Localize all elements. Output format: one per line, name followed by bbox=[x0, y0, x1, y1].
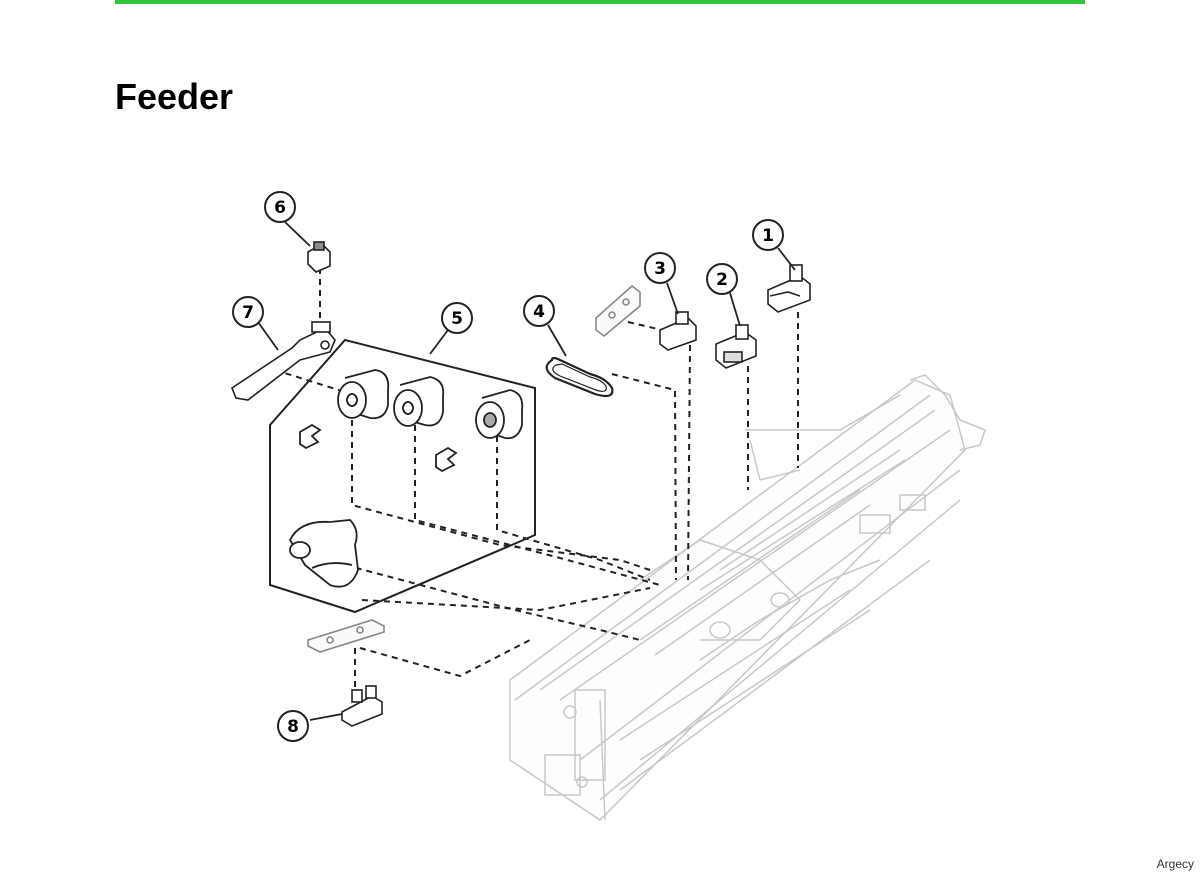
callout-6: 6 bbox=[264, 191, 296, 223]
part-2-sensor-bracket bbox=[715, 324, 757, 369]
callout-8: 8 bbox=[277, 710, 309, 742]
page-title: Feeder bbox=[115, 76, 234, 117]
callout-label-3: 3 bbox=[654, 259, 666, 279]
part-4-belt bbox=[545, 356, 614, 398]
watermark-text: Argecy bbox=[1156, 857, 1194, 871]
callout-label-8: 8 bbox=[287, 717, 299, 737]
callout-3: 3 bbox=[644, 252, 676, 284]
callout-label-2: 2 bbox=[716, 270, 728, 290]
callout-label-5: 5 bbox=[451, 309, 463, 329]
part-7-lever bbox=[231, 321, 336, 401]
callout-7: 7 bbox=[232, 296, 264, 328]
callout-label-1: 1 bbox=[762, 226, 774, 246]
part-3-sensor bbox=[595, 284, 697, 351]
callout-4: 4 bbox=[523, 295, 555, 327]
callout-2: 2 bbox=[706, 263, 738, 295]
part-8-sensor bbox=[307, 619, 385, 727]
callout-label-6: 6 bbox=[274, 198, 286, 218]
part-1-sensor-actuator bbox=[767, 264, 811, 313]
feeder-frame bbox=[509, 374, 986, 821]
kit-outline-5 bbox=[269, 338, 536, 614]
top-accent-rule bbox=[115, 0, 1085, 4]
callout-label-4: 4 bbox=[533, 302, 545, 322]
callout-label-7: 7 bbox=[242, 303, 254, 323]
callout-1: 1 bbox=[752, 219, 784, 251]
part-5-rollers bbox=[288, 369, 524, 588]
part-6-clip bbox=[307, 241, 331, 273]
callout-leaders bbox=[257, 221, 796, 721]
callout-5: 5 bbox=[441, 302, 473, 334]
